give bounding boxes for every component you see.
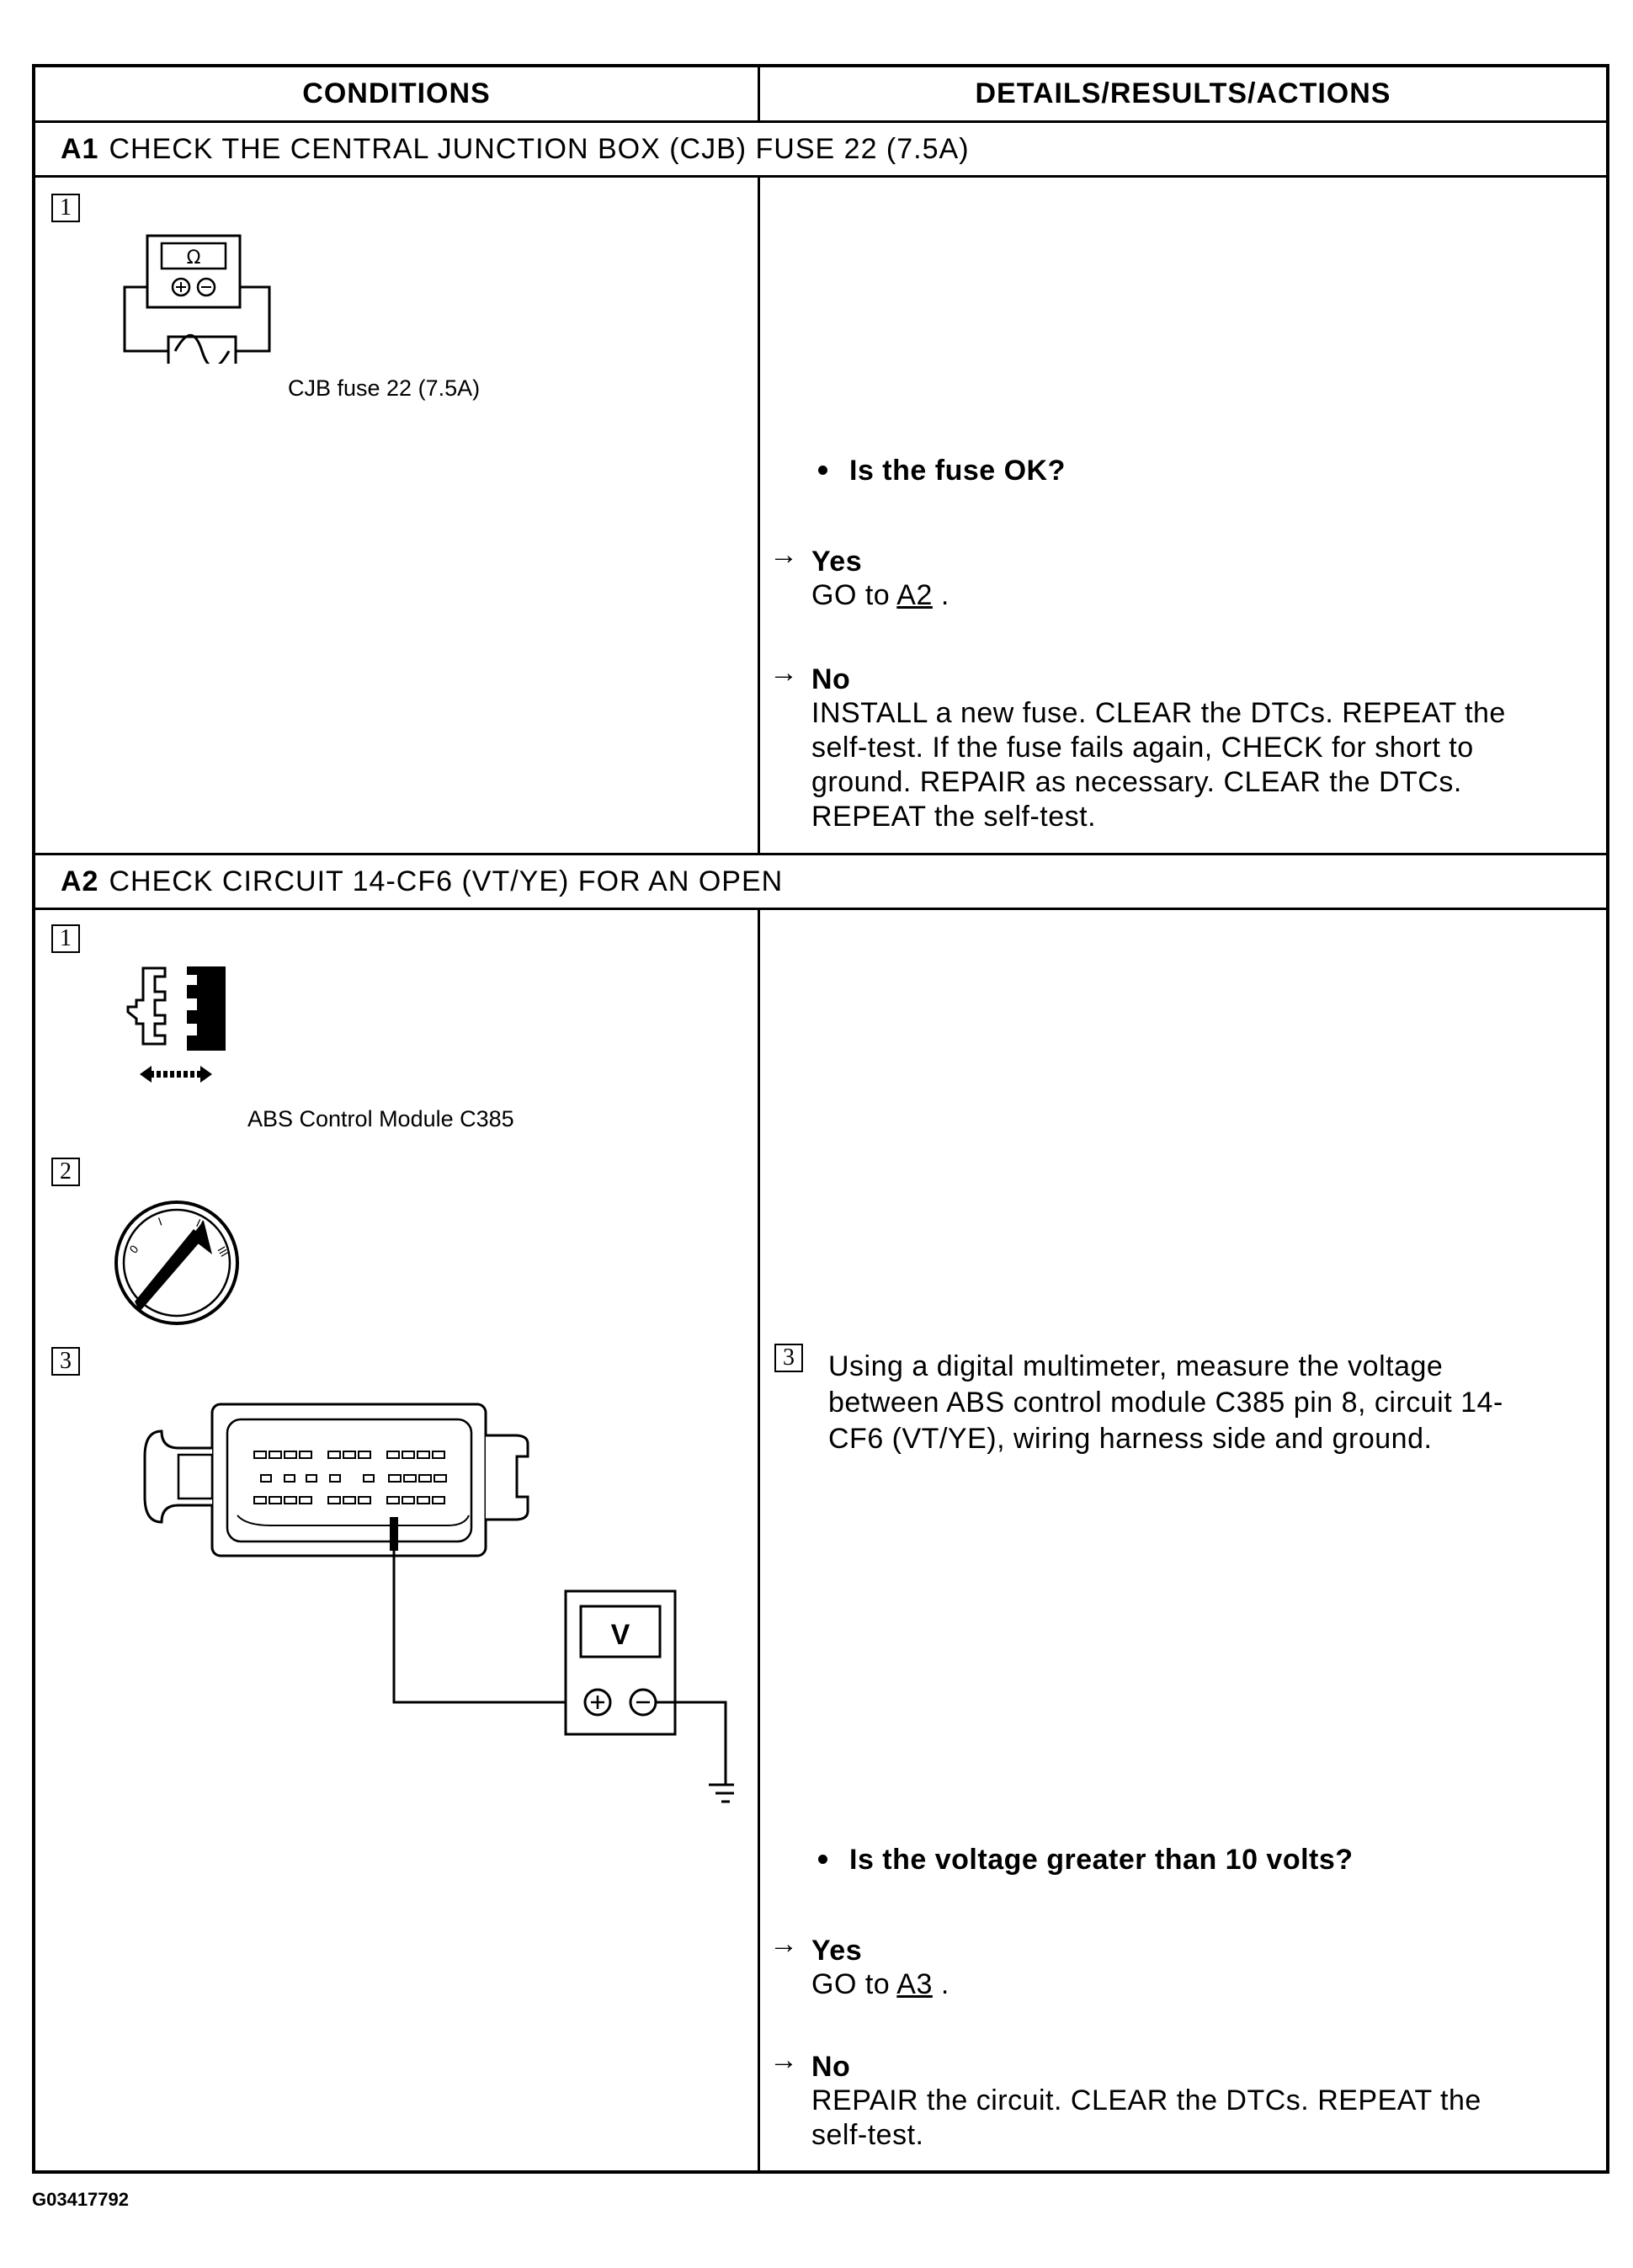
result-yes: → Yes GO to A3 . — [769, 1928, 949, 2000]
column-divider — [758, 908, 760, 2174]
diagnostic-table: CONDITIONS DETAILS/RESULTS/ACTIONS A1 CH… — [32, 64, 1609, 2174]
arrow-right-icon: → — [769, 657, 799, 689]
volt-symbol: V — [611, 1619, 630, 1651]
ohmmeter-fuse-icon: Ω — [123, 234, 271, 364]
bullet — [818, 1854, 827, 1864]
section-code: A1 — [61, 133, 99, 165]
step-number: 1 — [51, 924, 80, 953]
header-conditions: CONDITIONS — [302, 77, 491, 109]
ohm-symbol: Ω — [187, 248, 201, 269]
divider — [35, 853, 1606, 855]
section-code: A2 — [61, 865, 99, 897]
figure-id: G03417792 — [32, 2189, 129, 2210]
step-caption: CJB fuse 22 (7.5A) — [288, 375, 481, 401]
column-divider — [758, 67, 760, 120]
divider — [35, 120, 1606, 123]
result-yes: → Yes GO to A2 . — [769, 539, 949, 611]
ignition-switch-icon: 0 I II III — [114, 1201, 239, 1325]
arrow-right-icon: → — [769, 539, 799, 571]
step-number: 3 — [774, 1344, 803, 1372]
goto-link[interactable]: A2 — [896, 579, 933, 611]
step-number: 2 — [51, 1158, 80, 1186]
section-a1-title: A1 CHECK THE CENTRAL JUNCTION BOX (CJB) … — [61, 123, 970, 176]
section-title-text: CHECK CIRCUIT 14-CF6 (VT/YE) FOR AN OPEN — [109, 865, 784, 897]
step-number: 3 — [51, 1347, 80, 1376]
column-divider — [758, 175, 760, 853]
question: Is the fuse OK? — [818, 455, 1066, 487]
voltmeter-connector-icon: V — [143, 1403, 734, 1803]
step-description: Using a digital multimeter, measure the … — [828, 1350, 1503, 1455]
question: Is the voltage greater than 10 volts? — [818, 1844, 1354, 1877]
step-caption: ABS Control Module C385 — [247, 1106, 514, 1131]
result-no: → No REPAIR the circuit. CLEAR the DTCs.… — [769, 2044, 1481, 2151]
result-no: → No INSTALL a new fuse. CLEAR the DTCs.… — [769, 657, 1506, 833]
arrow-right-icon: → — [769, 1928, 799, 1960]
divider — [35, 908, 1606, 910]
section-title-text: CHECK THE CENTRAL JUNCTION BOX (CJB) FUS… — [109, 133, 970, 165]
divider — [35, 175, 1606, 178]
goto-link[interactable]: A3 — [896, 1968, 933, 2000]
arrow-right-icon: → — [769, 2044, 799, 2076]
disconnect-connector-icon — [126, 966, 226, 1083]
svg-text:I: I — [157, 1216, 164, 1228]
step-number: 1 — [51, 194, 80, 222]
section-a2-title: A2 CHECK CIRCUIT 14-CF6 (VT/YE) FOR AN O… — [61, 855, 783, 908]
bullet — [818, 465, 827, 475]
header-details: DETAILS/RESULTS/ACTIONS — [975, 77, 1391, 109]
